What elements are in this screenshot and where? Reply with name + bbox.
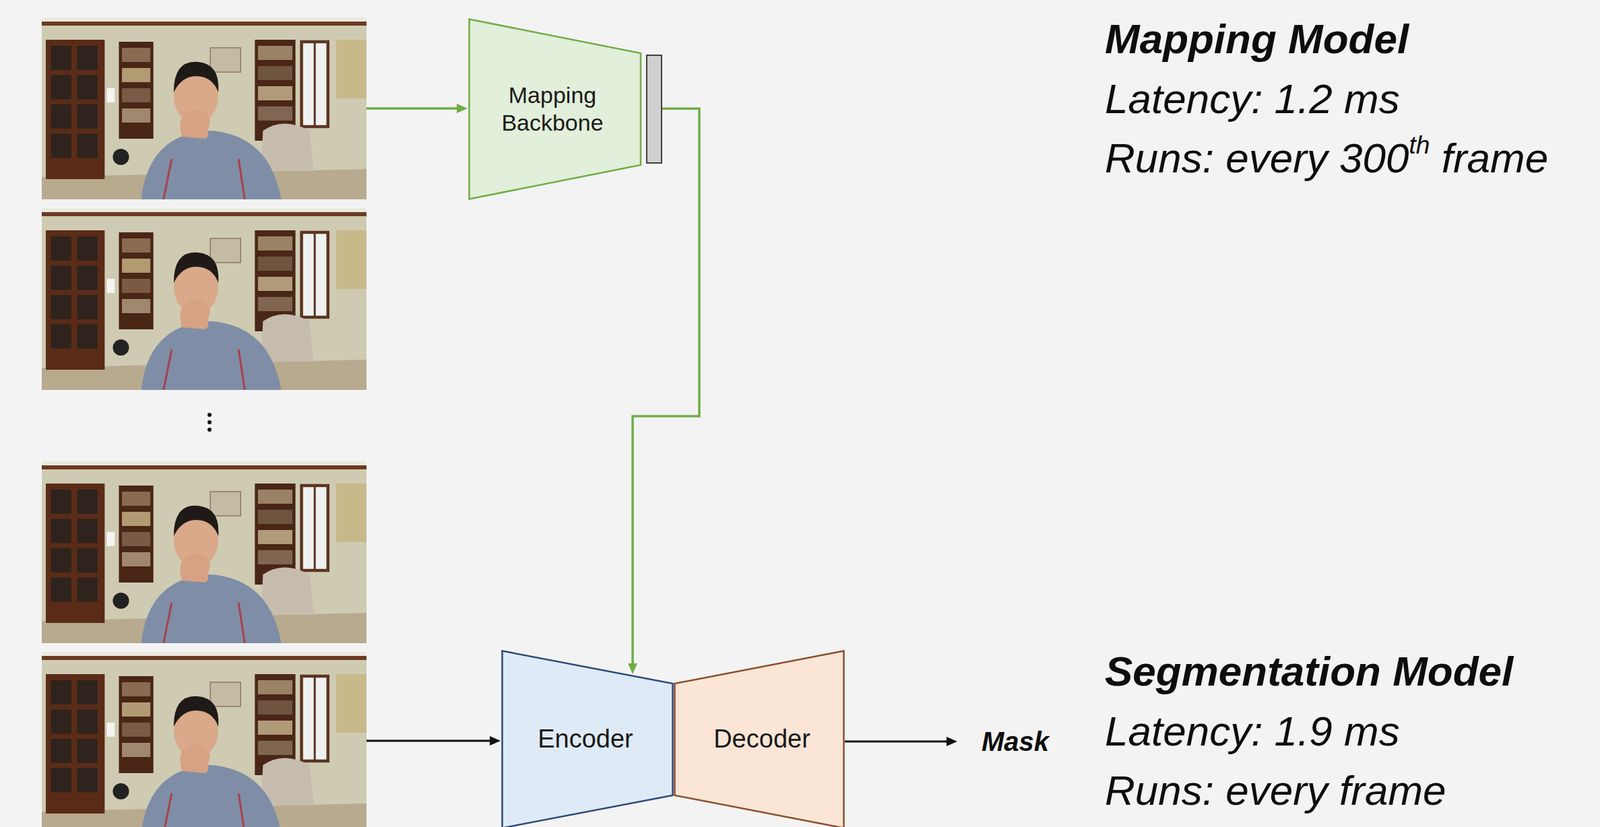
video-frame bbox=[41, 461, 367, 644]
connector-line bbox=[632, 108, 700, 665]
block-text-area: Encoder bbox=[507, 690, 663, 789]
block-label: Encoder bbox=[537, 724, 634, 756]
block-text-area: Decoder bbox=[684, 690, 840, 789]
ordinal-suffix: th bbox=[1408, 130, 1430, 159]
encoder-block: Encoder bbox=[501, 650, 674, 827]
block-label: Decoder bbox=[713, 724, 811, 756]
model-title: Segmentation Model bbox=[1104, 646, 1514, 697]
trapezoid-shape bbox=[469, 19, 642, 200]
video-frame bbox=[41, 208, 367, 391]
flow-connector bbox=[627, 108, 700, 675]
video-frame bbox=[41, 652, 367, 827]
video-frame bbox=[41, 17, 367, 200]
block-outline bbox=[468, 18, 663, 201]
mapping-backbone: Mapping Backbone bbox=[468, 18, 663, 201]
input-arrow bbox=[366, 736, 501, 746]
trapezoid-shape bbox=[502, 651, 674, 827]
feature-bar bbox=[646, 55, 662, 164]
latency-note: Latency: 1.2 ms bbox=[1104, 74, 1400, 124]
trapezoid-shape bbox=[675, 651, 845, 827]
output-label: Mask bbox=[981, 725, 1049, 758]
block-label: Mapping Backbone bbox=[481, 81, 624, 137]
output-arrow bbox=[844, 737, 958, 747]
block-text-area: Mapping Backbone bbox=[481, 38, 624, 180]
input-arrow bbox=[366, 103, 468, 114]
latency-note: Latency: 1.9 ms bbox=[1104, 706, 1400, 757]
schedule-note: Runs: every 300th frame bbox=[1104, 133, 1549, 184]
arrow-head bbox=[627, 663, 638, 675]
decoder-block: Decoder bbox=[673, 650, 845, 827]
schedule-note: Runs: every frame bbox=[1104, 765, 1447, 816]
ellipsis-dots bbox=[207, 412, 212, 432]
model-title: Mapping Model bbox=[1104, 14, 1409, 64]
